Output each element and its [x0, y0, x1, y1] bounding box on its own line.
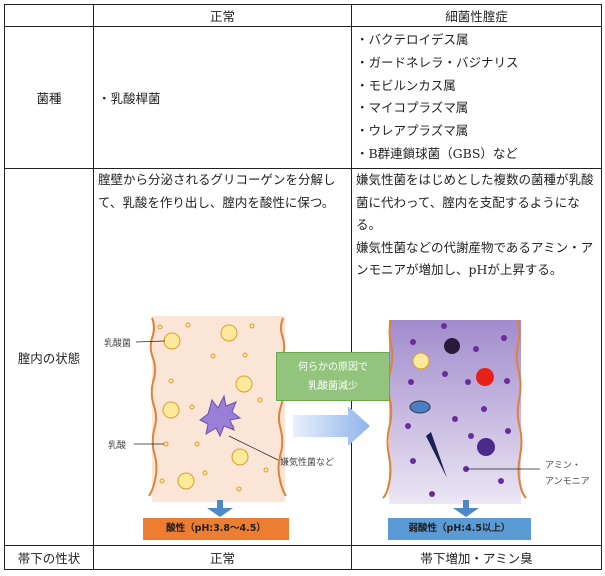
discharge-normal: 正常 [93, 545, 352, 570]
transition-arrow [293, 406, 370, 446]
cause-line-2: 乳酸菌減少 [308, 381, 358, 392]
lactic-acid-label: 乳酸 [108, 441, 127, 451]
bv-vagina [382, 319, 540, 517]
bv-state-text-2: 嫌気性菌などの代謝産物であるアミン・アンモニアが増加し、pHが上昇する。 [356, 239, 594, 278]
discharge-label: 帯下の性状 [4, 545, 94, 570]
list-item: ・ウレアプラズマ属 [356, 123, 469, 139]
amine-label-2: アンモニア [545, 477, 590, 487]
species-bv-list: ・バクテロイデス属 ・ガードネレラ・バジナリス ・モビルンカス属 ・マイコプラズ… [351, 26, 602, 169]
list-item: ・B群連鎖球菌（GBS）など [356, 145, 518, 161]
bv-state-text-1: 嫌気性菌をはじめとした複数の菌種が乳酸菌に代わって、腟内を支配するようになる。 [356, 172, 594, 232]
weak-acidic-badge: 弱酸性（pH:4.5以上） [388, 518, 531, 540]
anaerobes-label: 嫌気性菌など [280, 458, 335, 468]
cause-line-1: 何らかの原因で [298, 362, 368, 373]
list-item: ・モビルンカス属 [356, 77, 456, 93]
cause-box: 何らかの原因で 乳酸菌減少 [276, 352, 390, 401]
amine-label-1: アミン・ [545, 461, 581, 471]
normal-vagina [134, 316, 287, 517]
lactobacillus-label: 乳酸菌 [104, 339, 132, 349]
acidic-badge: 酸性（pH:3.8〜4.5） [143, 518, 289, 540]
discharge-bv: 帯下増加・アミン臭 [351, 545, 602, 570]
list-item: ・マイコプラズマ属 [356, 100, 469, 116]
list-item: ・バクテロイデス属 [356, 32, 469, 47]
species-normal: ・乳酸桿菌 [93, 26, 352, 169]
species-label: 菌種 [4, 26, 94, 169]
list-item: ・ガードネレラ・バジナリス [356, 54, 519, 70]
